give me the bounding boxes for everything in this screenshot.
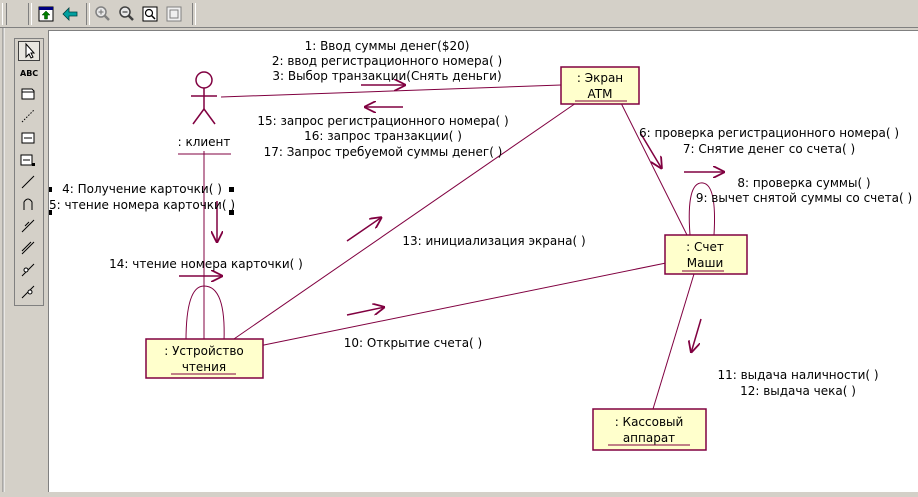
back-arrow-icon [62,7,78,21]
stick-figure-icon [191,71,217,125]
toolbar-separator [192,3,196,25]
undo-fit-button[interactable] [164,4,184,24]
message-label-14[interactable]: 14: чтение номера карточки( ) [109,257,303,271]
toolbar [0,0,918,28]
anchor-note-icon [21,109,35,123]
message-label-11[interactable]: 11: выдача наличности( ) [717,368,878,382]
message-label-13[interactable]: 13: инициализация экрана( ) [402,234,585,248]
object-account-label-2: Маши [687,256,724,270]
link-message-tool[interactable] [18,217,40,237]
selection-tool[interactable] [18,41,40,61]
object-reader-label-2: чтения [182,360,226,374]
class-instance-tool[interactable] [18,151,40,171]
window-left-edge [0,28,8,492]
fit-in-window-icon [142,6,158,22]
object-cash-dispenser[interactable]: : Кассовый аппарат [592,408,707,451]
object-link-icon [21,175,35,189]
message-label-10[interactable]: 10: Открытие счета( ) [344,336,482,350]
link-reader-atm[interactable] [230,102,577,342]
object-atm-screen[interactable]: : Экран ATM [560,66,642,107]
message-label-9[interactable]: 9: вычет снятой суммы со счета( ) [696,191,912,205]
object-atm-label-1: : Экран [577,71,623,85]
object-account[interactable]: : Счет Маши [664,234,748,275]
link-atm-account[interactable] [620,102,688,236]
zoom-in-icon [95,6,110,21]
message-label-6[interactable]: 6: проверка регистрационного номера( ) [639,126,899,140]
message-arrow-13 [346,217,382,242]
browse-up-button[interactable] [36,4,56,24]
fit-in-window-button[interactable] [140,4,160,24]
self-link-reader[interactable] [185,285,225,342]
object-link-tool[interactable] [18,173,40,193]
link-reader-account[interactable] [258,262,667,347]
object-cashier-label-2: аппарат [623,431,675,445]
diagram-canvas[interactable]: : клиент : Экран ATM : Счет Маши : Устро… [47,30,918,492]
message-label-1[interactable]: 1: Ввод суммы денег($20) [305,39,470,53]
message-label-2[interactable]: 2: ввод регистрационного номера( ) [272,54,502,68]
collaboration-diagram: : клиент : Экран ATM : Счет Маши : Устро… [47,39,912,451]
anchor-note-tool[interactable] [18,107,40,127]
link-message-icon [21,219,35,233]
actor-client[interactable]: : клиент [178,71,231,155]
reverse-link-message-icon [21,241,35,255]
zoom-out-icon [119,6,134,21]
object-tool[interactable] [18,129,40,149]
message-label-3[interactable]: 3: Выбор транзакции(Снять деньги) [272,69,501,83]
message-arrow-6-7 [640,133,662,169]
link-to-self-tool[interactable] [18,195,40,215]
zoom-out-button[interactable] [116,4,136,24]
browse-up-icon [38,6,54,22]
back-button[interactable] [60,4,80,24]
text-box-icon: ABC [20,69,38,78]
reverse-data-token-tool[interactable] [18,283,40,303]
reverse-data-token-icon [21,285,35,299]
undo-fit-icon [166,6,182,22]
message-label-7[interactable]: 7: Снятие денег со счета( ) [683,142,855,156]
message-label-5[interactable]: 5: чтение номера карточки( ) [49,198,235,212]
self-link-account[interactable] [688,182,715,236]
note-icon [21,88,35,100]
toolbar-separator [28,3,32,25]
link-client-atm[interactable] [220,84,562,98]
link-account-cashier[interactable] [652,273,695,410]
toolbar-grip[interactable] [2,3,7,25]
selection-arrow-icon [25,42,36,59]
message-label-17[interactable]: 17: Запрос требуемой суммы денег( ) [264,145,503,159]
message-label-4[interactable]: 4: Получение карточки( ) [62,182,222,196]
data-token-icon [21,263,35,277]
toolbar-separator [86,3,90,25]
link-to-self-icon [23,198,33,210]
data-token-tool[interactable] [18,261,40,281]
message-arrow-11-12 [691,318,702,353]
message-label-12[interactable]: 12: выдача чека( ) [740,384,856,398]
text-tool-label: ABC [20,69,38,78]
object-card-reader[interactable]: : Устройство чтения [145,338,264,379]
object-icon [21,132,35,144]
message-label-15[interactable]: 15: запрос регистрационного номера( ) [257,114,508,128]
object-cashier-label-1: : Кассовый [615,415,684,429]
selection-handles[interactable] [47,187,234,215]
reverse-link-message-tool[interactable] [18,239,40,259]
actor-client-label: : клиент [178,135,231,149]
message-label-16[interactable]: 16: запрос транзакции( ) [304,129,462,143]
text-tool[interactable]: ABC [18,63,40,83]
message-arrow-10 [346,307,385,316]
object-account-label-1: : Счет [686,240,724,254]
object-atm-label-2: ATM [588,87,613,101]
class-instance-icon [20,154,35,166]
message-label-8[interactable]: 8: проверка суммы( ) [737,176,870,190]
object-reader-label-1: : Устройство [164,344,244,358]
note-tool[interactable] [18,85,40,105]
diagram-toolbox: ABC [14,38,44,306]
zoom-in-button[interactable] [92,4,112,24]
